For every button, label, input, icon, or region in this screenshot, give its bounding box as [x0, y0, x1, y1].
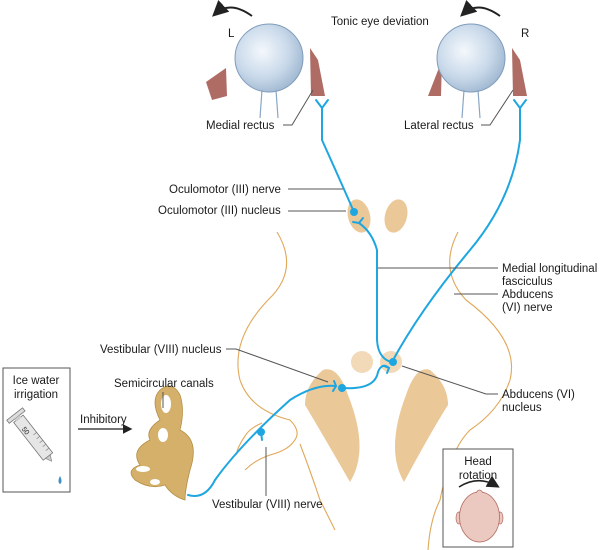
right-eyeball — [436, 23, 506, 93]
abducens-synapse-icon — [513, 99, 527, 110]
lateral-rectus-leader — [481, 89, 514, 126]
head-box-line1: Head — [464, 456, 492, 468]
oculomotor-nucleus-right — [384, 199, 408, 233]
right-optic-nerve — [461, 89, 481, 119]
mlf-synapse-icon — [352, 217, 364, 225]
left-optic-nerve — [259, 89, 279, 119]
water-drop-icon — [58, 476, 62, 484]
abducens-soma — [389, 358, 397, 366]
oculomotor-nerve-path — [321, 107, 355, 213]
nerve-pathways — [187, 99, 527, 497]
vestibular-nucleus-left — [305, 369, 360, 482]
abducens-nerve-label-line2: (VI) nerve — [502, 302, 553, 314]
oculomotor-synapse-icon — [315, 99, 329, 110]
ice-water-irrigation-box: Ice water irrigation 50 — [2, 367, 71, 493]
vestibular-nucleus-leader — [226, 348, 329, 383]
medial-rectus-label: Medial rectus — [206, 120, 275, 132]
left-eyeball — [234, 23, 304, 93]
right-eye-label: R — [521, 28, 529, 40]
left-medial-rectus-muscle — [310, 48, 325, 96]
rotation-arrow-right-eye-icon — [460, 0, 501, 17]
head-top-view-icon — [455, 489, 504, 543]
ice-box-line2: irrigation — [14, 389, 58, 401]
vestibular-nerve-label: Vestibular (VIII) nerve — [212, 499, 323, 511]
abducens-nerve-path — [391, 107, 521, 363]
rotation-arrow-left-eye-icon — [212, 0, 253, 17]
abducens-nucleus-label-line2: nucleus — [502, 402, 542, 414]
abducens-nucleus-leader — [401, 365, 498, 395]
abducens-nucleus-label-line1: Abducens (VI) — [502, 389, 575, 401]
oculomotor-soma — [350, 208, 358, 216]
oculomotor-nerve-label: Oculomotor (III) nerve — [169, 184, 281, 196]
vestibular-nerve-synapse-icon — [332, 380, 338, 392]
brainstem-outline — [235, 231, 513, 550]
semicircular-canals-label: Semicircular canals — [114, 378, 214, 390]
left-eye: L — [206, 0, 325, 119]
diagram-title: Tonic eye deviation — [331, 16, 429, 28]
mlf-label-line2: fasciculus — [502, 276, 553, 288]
right-eye: R — [428, 0, 529, 119]
lateral-rectus-label: Lateral rectus — [404, 120, 474, 132]
abducens-nucleus-left — [351, 351, 373, 373]
left-eye-lateral-muscle — [206, 68, 227, 100]
inhibitory-label: Inhibitory — [80, 414, 127, 426]
head-rotation-arrow-icon — [458, 475, 500, 488]
syringe-mark: 50 — [20, 426, 30, 437]
vestibular-nucleus-soma — [338, 384, 346, 392]
mlf-label-line1: Medial longitudinal — [502, 263, 597, 275]
vestibular-abducens-synapse-icon — [383, 365, 391, 374]
oculomotor-nucleus-label: Oculomotor (III) nucleus — [158, 205, 281, 217]
abducens-nerve-label-line1: Abducens — [502, 289, 553, 301]
vestibular-ganglion-soma — [257, 428, 265, 436]
medial-rectus-leader — [283, 89, 314, 126]
semicircular-canals — [130, 385, 194, 501]
right-lateral-rectus-muscle — [512, 48, 527, 96]
vestibular-nucleus-label: Vestibular (VIII) nucleus — [100, 344, 222, 356]
syringe-icon: 50 — [6, 407, 54, 462]
vestibular-nerve-path — [187, 384, 337, 497]
oculomotor-nucleus-left — [347, 199, 371, 233]
left-eye-label: L — [228, 28, 235, 40]
ice-box-line1: Ice water — [13, 375, 60, 387]
medial-longitudinal-fasciculus-path — [358, 222, 392, 363]
head-rotation-box: Head rotation — [442, 448, 514, 548]
vestibular-nucleus-right — [394, 369, 448, 482]
